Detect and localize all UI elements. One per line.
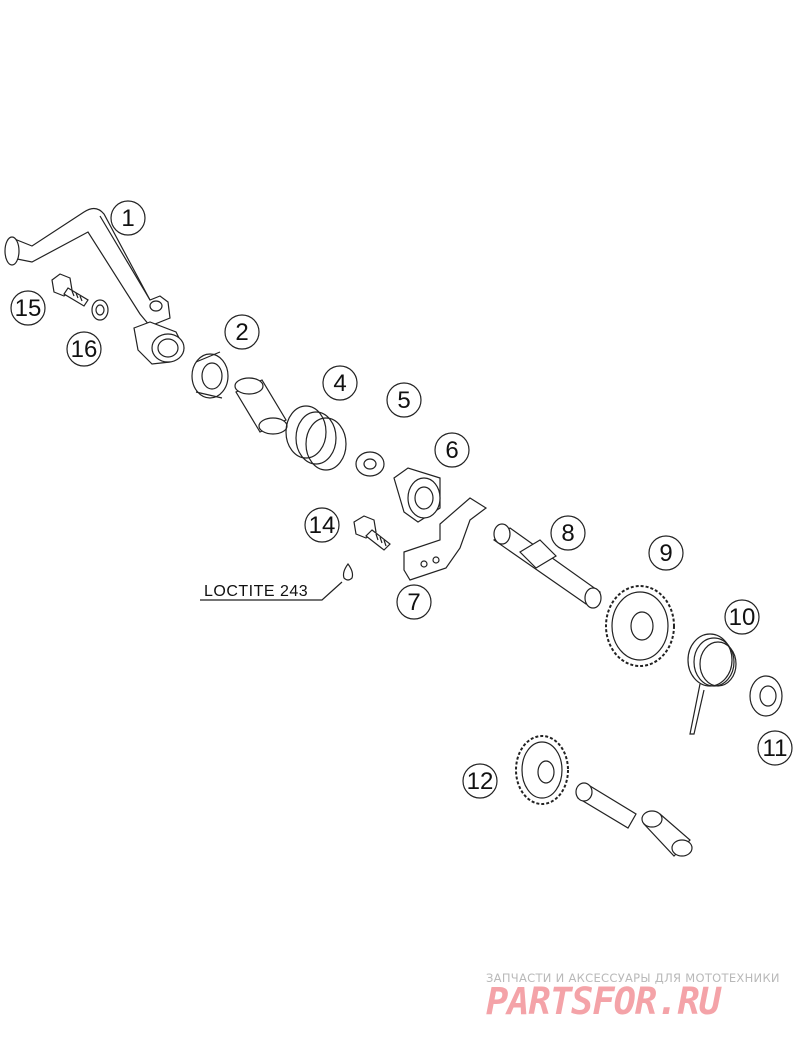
ratchet-part-6: [393, 467, 441, 523]
callout-16: 16: [66, 331, 102, 367]
washer-part-5: [355, 451, 385, 477]
callout-8: 8: [550, 515, 586, 551]
callout-10: 10: [724, 599, 760, 635]
pin: [575, 782, 637, 829]
callout-label: 11: [763, 735, 788, 762]
callout-5: 5: [386, 382, 422, 418]
spring-part-4: [285, 405, 347, 471]
callout-label: 4: [333, 370, 346, 397]
loctite-note: LOCTITE 243: [200, 581, 343, 601]
callout-label: 12: [467, 768, 494, 795]
callout-label: 8: [561, 520, 574, 547]
gear-part-12: [515, 735, 569, 805]
callout-15: 15: [10, 290, 46, 326]
callout-label: 10: [729, 604, 756, 631]
gear-part-9: [605, 585, 675, 667]
callout-2: 2: [224, 314, 260, 350]
screw-part-15: [51, 273, 89, 307]
callout-label: 15: [15, 295, 42, 322]
callout-9: 9: [648, 535, 684, 571]
callout-label: 5: [397, 387, 410, 414]
torsion-spring-part-10: [687, 633, 737, 735]
loctite-note-label: LOCTITE 243: [204, 583, 308, 600]
callout-label: 14: [309, 512, 336, 539]
bolt-part-14: [353, 515, 391, 551]
callout-12: 12: [462, 763, 498, 799]
sleeve: [641, 810, 693, 857]
callout-6: 6: [434, 432, 470, 468]
callout-4: 4: [322, 365, 358, 401]
washer-part-11: [749, 675, 783, 717]
callout-14: 14: [304, 507, 340, 543]
seal-ring-part-2: [191, 351, 229, 399]
callout-label: 2: [235, 319, 248, 346]
bushing: [234, 377, 288, 435]
callout-label: 6: [445, 437, 458, 464]
callout-label: 7: [407, 589, 420, 616]
shaft-part-8: [492, 523, 602, 609]
watermark-brand: PARTSFOR.RU: [486, 980, 721, 1023]
kick-starter-lever: [4, 207, 185, 365]
callout-label: 16: [71, 336, 98, 363]
loctite-drop-icon: [342, 562, 354, 581]
callout-11: 11: [757, 730, 793, 766]
watermark-tagline: ЗАПЧАСТИ И АКСЕССУАРЫ ДЛЯ МОТОТЕХНИКИ: [486, 971, 780, 985]
callout-label: 9: [659, 540, 672, 567]
callout-label: 1: [121, 205, 134, 232]
guide-plate-part-7: [403, 497, 488, 581]
callout-1: 1: [110, 200, 146, 236]
callout-7: 7: [396, 584, 432, 620]
lock-washer-part-16: [91, 299, 109, 321]
